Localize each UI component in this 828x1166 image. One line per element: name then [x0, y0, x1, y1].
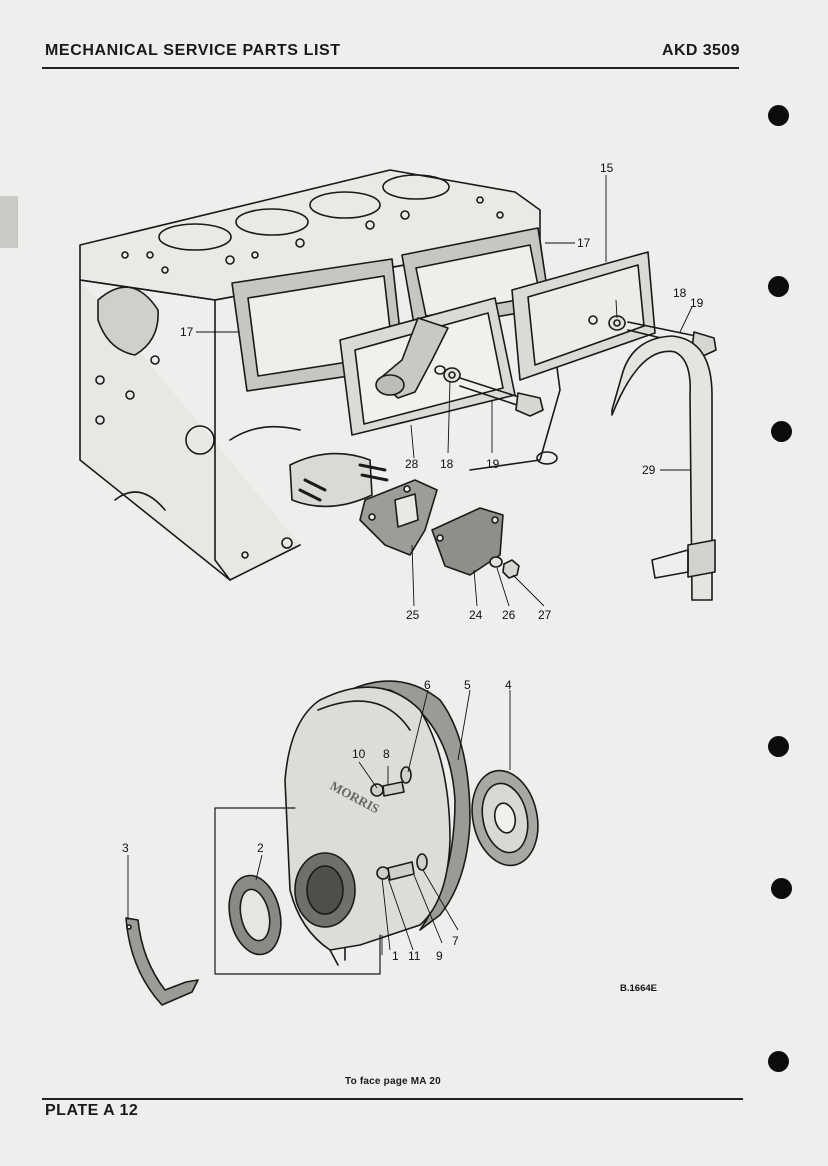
- callout-10: 10: [352, 747, 366, 761]
- oil-seal-2: [228, 874, 282, 956]
- callout-18: 18: [673, 286, 687, 300]
- punch-hole: [768, 276, 789, 297]
- binder-edge-mark: [0, 196, 18, 248]
- breather-pipe-29: [611, 335, 716, 601]
- punch-hole: [768, 736, 789, 757]
- side-cover-28: [339, 297, 516, 436]
- callout-6: 6: [424, 678, 431, 692]
- callout-17: 17: [180, 325, 194, 339]
- callout-27: 27: [538, 608, 552, 622]
- timing-cover-gasket-5: [349, 680, 471, 931]
- punch-hole: [768, 105, 789, 126]
- callout-7: 7: [452, 934, 459, 948]
- callout-9: 9: [436, 949, 443, 963]
- face-page-note: To face page MA 20: [345, 1076, 441, 1087]
- gasket-25: [359, 479, 438, 556]
- punch-hole: [771, 421, 792, 442]
- callout-1: 1: [392, 949, 399, 963]
- callout-labels: 15 17 17 18 19 18 19 28 29 25 24 26 27 6…: [122, 161, 704, 994]
- callout-29: 29: [642, 463, 656, 477]
- callout-4: 4: [505, 678, 512, 692]
- bolt-and-washer-18-19: [434, 315, 717, 417]
- footer-rule: [42, 1098, 743, 1100]
- punch-hole: [768, 1051, 789, 1072]
- callout-3: 3: [122, 841, 129, 855]
- plate-number: PLATE A 12: [45, 1102, 139, 1119]
- callout-24: 24: [469, 608, 483, 622]
- timing-cover-1: MORRIS: [284, 686, 451, 966]
- gasket-3: [125, 917, 199, 1006]
- callout-8: 8: [383, 747, 390, 761]
- callout-26: 26: [502, 608, 516, 622]
- drawing-reference: B.1664E: [620, 983, 657, 994]
- cylinder-block: [79, 169, 561, 581]
- callout-2: 2: [257, 841, 264, 855]
- punch-hole: [771, 878, 792, 899]
- callout-25: 25: [406, 608, 420, 622]
- timing-cover-bolts: [370, 766, 428, 881]
- callout-17: 17: [577, 236, 591, 250]
- header-rule: [42, 67, 739, 69]
- callout-15: 15: [600, 161, 614, 175]
- callout-28: 28: [405, 457, 419, 471]
- callout-19: 19: [486, 457, 500, 471]
- cover-plate-24: [431, 507, 520, 579]
- page-header-title: MECHANICAL SERVICE PARTS LIST: [45, 42, 341, 59]
- callout-11: 11: [408, 949, 421, 963]
- oil-thrower-4: [471, 769, 539, 867]
- callout-5: 5: [464, 678, 471, 692]
- leader-lines: [127, 175, 693, 955]
- page-header-code: AKD 3509: [662, 42, 740, 59]
- callout-19: 19: [690, 296, 704, 310]
- callout-18: 18: [440, 457, 454, 471]
